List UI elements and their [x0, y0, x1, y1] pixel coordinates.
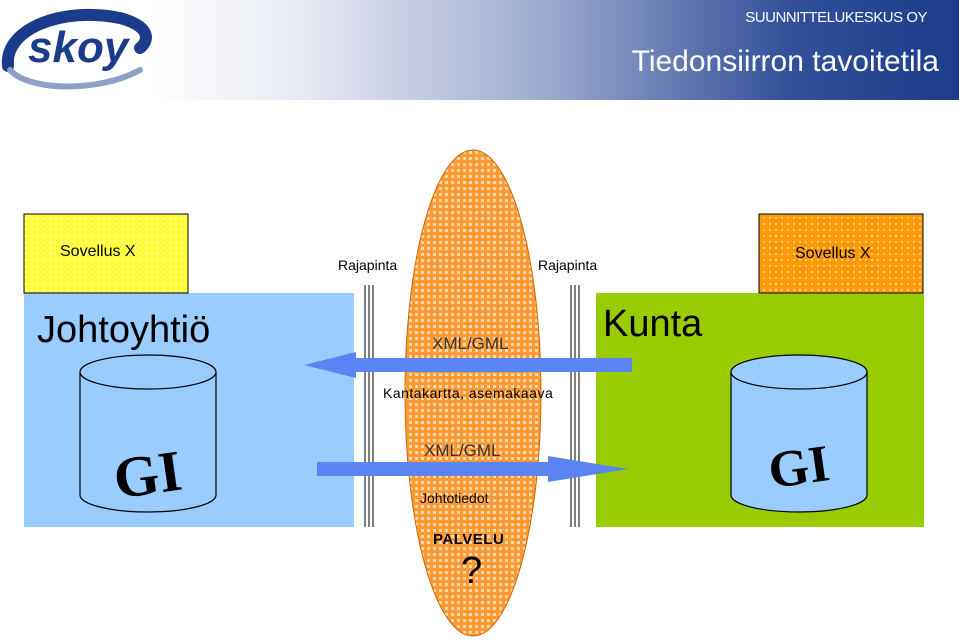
skoy-logo: skoy [1, 8, 152, 90]
top-flow-format: XML/GML [432, 334, 509, 353]
bottom-flow-content: Johtotiedot [420, 490, 489, 506]
arrow-to-right [317, 456, 628, 482]
left-app-box [23, 213, 189, 294]
top-flow-content: Kantakartta, asemakaava [383, 385, 554, 401]
right-interface-label: Rajapinta [538, 257, 598, 273]
left-interface-label: Rajapinta [338, 257, 398, 273]
service-label: PALVELU [433, 531, 505, 548]
company-name: SUUNNITTELUKESKUS OY [745, 9, 927, 26]
service-ellipse [404, 149, 542, 637]
left-app-label: Sovellus X [60, 243, 136, 260]
bottom-flow-format: XML/GML [424, 441, 501, 460]
arrow-to-left [304, 352, 632, 378]
left-db-label: GI [109, 438, 185, 512]
service-question: ? [461, 550, 483, 592]
header-band: skoy SUUNNITTELUKESKUS OY Tiedonsiirron … [0, 0, 959, 100]
right-db-label: GI [765, 435, 833, 500]
logo-text: skoy [28, 23, 131, 72]
slide-title: Tiedonsiirron tavoitetila [631, 45, 939, 78]
right-app-label: Sovellus X [795, 245, 871, 262]
left-interface-lines [364, 285, 374, 527]
right-org-label: Kunta [603, 303, 703, 345]
left-database [79, 354, 217, 513]
right-app-box [758, 213, 924, 294]
left-org-label: Johtoyhtiö [37, 309, 211, 351]
right-interface-lines [570, 285, 580, 527]
right-database [730, 354, 868, 513]
